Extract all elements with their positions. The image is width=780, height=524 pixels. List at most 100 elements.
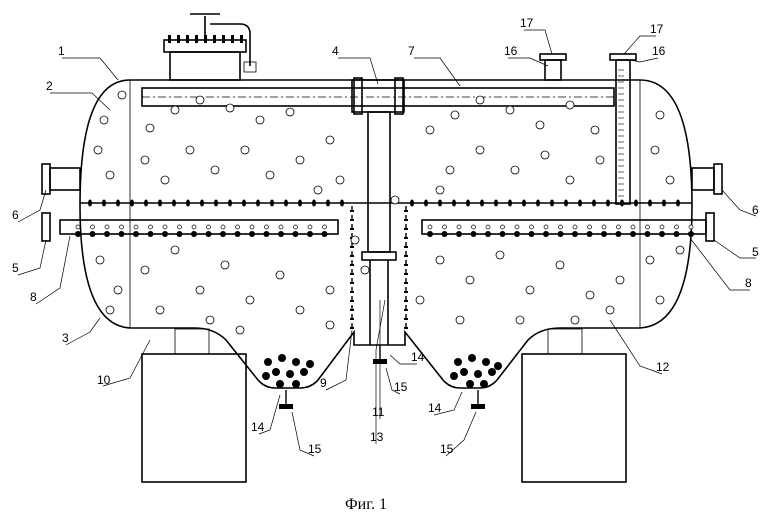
bubble [571, 316, 579, 324]
bubble [326, 286, 334, 294]
wall-slot [350, 228, 354, 230]
bubble [236, 326, 244, 334]
collector-nozzle [162, 231, 168, 237]
collector-hole [207, 225, 211, 229]
collector-nozzle [90, 231, 96, 237]
bubble [156, 306, 164, 314]
partition-mark [466, 200, 470, 207]
wall-slot [350, 246, 354, 248]
partition-mark [312, 200, 316, 207]
leader-line [524, 30, 552, 54]
collector-hole [163, 225, 167, 229]
label-4: 4 [332, 44, 339, 58]
collector-hole [501, 225, 505, 229]
bubble [171, 246, 179, 254]
label-15-left: 15 [308, 442, 322, 456]
bubble [566, 176, 574, 184]
collector-nozzle [148, 231, 154, 237]
partition-mark [228, 200, 232, 207]
downpipe-base [362, 252, 396, 260]
leader-line [18, 240, 46, 275]
bubble [206, 316, 214, 324]
sediment-particle [272, 368, 280, 376]
bubble [286, 108, 294, 116]
bubble [336, 176, 344, 184]
sediment-particle [454, 358, 462, 366]
bubble [96, 256, 104, 264]
collector-hole [236, 225, 240, 229]
bubble [476, 146, 484, 154]
collector-hole [76, 225, 80, 229]
wall-slot [350, 219, 354, 221]
label-5-right: 5 [752, 245, 759, 259]
bubble [451, 111, 459, 119]
partition-mark [452, 200, 456, 207]
collector-nozzle [119, 231, 125, 237]
wall-slot [404, 300, 408, 302]
bubble [476, 96, 484, 104]
partition-mark [284, 200, 288, 207]
bubble [666, 176, 674, 184]
partition-mark [298, 200, 302, 207]
drain-flange [279, 404, 293, 409]
bubble [361, 266, 369, 274]
collector-hole [192, 225, 196, 229]
bubble [496, 251, 504, 259]
bubble [506, 106, 514, 114]
label-12: 12 [656, 360, 670, 374]
leader-line [36, 236, 70, 304]
manhole-bolt [195, 35, 198, 43]
label-1: 1 [58, 44, 65, 58]
bubble [314, 186, 322, 194]
wall-slot [404, 318, 408, 320]
wall-slot [350, 318, 354, 320]
partition-mark [606, 200, 610, 207]
manhole-bolt [186, 35, 189, 43]
wall-slot [404, 273, 408, 275]
label-16-left: 16 [504, 44, 518, 58]
collector-nozzle [322, 231, 328, 237]
bubble [106, 306, 114, 314]
collector-hole [149, 225, 153, 229]
label-8-right: 8 [745, 276, 752, 290]
bubble [456, 316, 464, 324]
bubble [656, 111, 664, 119]
collector-hole [221, 225, 225, 229]
wall-slot [404, 282, 408, 284]
partition-mark [536, 200, 540, 207]
partition-mark [340, 200, 344, 207]
collector-hole [515, 225, 519, 229]
bubble [141, 156, 149, 164]
collector-hole [120, 225, 124, 229]
bubble [241, 146, 249, 154]
right-support [522, 354, 626, 482]
collector-nozzle [177, 231, 183, 237]
partition-mark [522, 200, 526, 207]
collector-nozzle [278, 231, 284, 237]
bubble [266, 171, 274, 179]
partition-mark [620, 200, 624, 207]
bubble [100, 116, 108, 124]
partition-mark [424, 200, 428, 207]
partition-mark [256, 200, 260, 207]
partition-mark [550, 200, 554, 207]
partition-mark [116, 200, 120, 207]
collector-hole [428, 225, 432, 229]
leader-lines [18, 30, 756, 456]
sediment-particle [460, 368, 468, 376]
leader-line [62, 58, 118, 80]
level-gauge [616, 60, 630, 204]
wall-slot [404, 264, 408, 266]
wall-slot [404, 219, 408, 221]
collector-nozzle [293, 231, 299, 237]
sediment-particle [286, 370, 294, 378]
partition-mark [494, 200, 498, 207]
sediment-particle [480, 380, 488, 388]
wall-slot [404, 255, 408, 257]
collector-hole [134, 225, 138, 229]
sediment-particle [450, 372, 458, 380]
collector-hole [486, 225, 490, 229]
label-14-right: 14 [428, 401, 442, 415]
collector-hole [178, 225, 182, 229]
